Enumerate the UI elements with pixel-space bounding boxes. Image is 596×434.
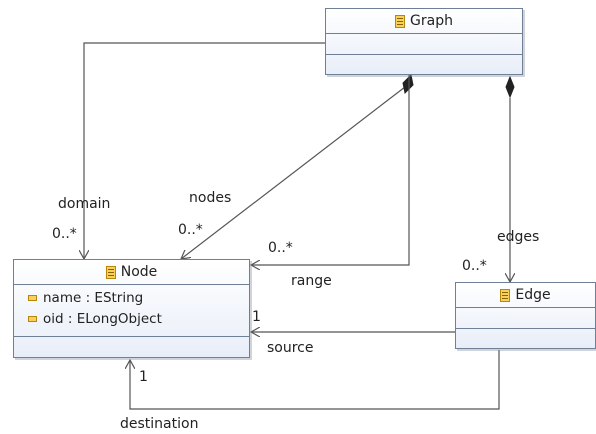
- nodes-multiplicity-label: 0..*: [178, 222, 203, 238]
- node-class-header: Node: [14, 260, 249, 285]
- nodes-composition-diamond: [402, 73, 414, 95]
- range-connector[interactable]: [251, 75, 410, 265]
- edges-role-label: edges: [497, 229, 540, 245]
- graph-attributes-compartment: [326, 34, 522, 55]
- edge-attributes-compartment: [456, 308, 595, 329]
- attribute-oid-label: oid : ELongObject: [43, 310, 162, 327]
- graph-class-name: Graph: [410, 13, 453, 29]
- domain-connector[interactable]: [84, 42, 326, 259]
- destination-multiplicity-label: 1: [139, 369, 148, 385]
- source-multiplicity-label: 1: [252, 309, 261, 325]
- edge-operations-compartment: [456, 329, 595, 348]
- edge-class-name: Edge: [515, 287, 551, 303]
- edges-composition-diamond: [505, 75, 515, 99]
- destination-connector[interactable]: [130, 350, 500, 410]
- graph-class[interactable]: Graph: [325, 8, 523, 75]
- attribute-icon: [28, 294, 37, 301]
- range-multiplicity-label: 0..*: [268, 240, 293, 256]
- source-role-label: source: [267, 340, 314, 356]
- attribute-name-label: name : EString: [43, 289, 144, 306]
- node-class[interactable]: Node name : EString oid : ELongObject: [13, 259, 250, 358]
- destination-role-label: destination: [120, 416, 199, 432]
- nodes-role-label: nodes: [189, 190, 232, 206]
- range-role-label: range: [291, 273, 332, 289]
- nodes-connector[interactable]: [181, 86, 406, 259]
- attribute-row[interactable]: oid : ELongObject: [14, 308, 249, 329]
- attribute-row[interactable]: name : EString: [14, 287, 249, 308]
- node-attributes-compartment: name : EString oid : ELongObject: [14, 285, 249, 337]
- edges-multiplicity-label: 0..*: [462, 258, 487, 274]
- graph-operations-compartment: [326, 55, 522, 74]
- attribute-icon: [28, 315, 37, 322]
- class-icon: [500, 288, 511, 302]
- class-icon: [395, 14, 406, 28]
- edge-class[interactable]: Edge: [455, 282, 596, 349]
- domain-multiplicity-label: 0..*: [52, 226, 77, 242]
- edge-class-header: Edge: [456, 283, 595, 308]
- node-operations-compartment: [14, 337, 249, 357]
- domain-role-label: domain: [58, 196, 111, 212]
- graph-class-header: Graph: [326, 9, 522, 34]
- class-icon: [105, 265, 116, 279]
- node-class-name: Node: [120, 264, 158, 280]
